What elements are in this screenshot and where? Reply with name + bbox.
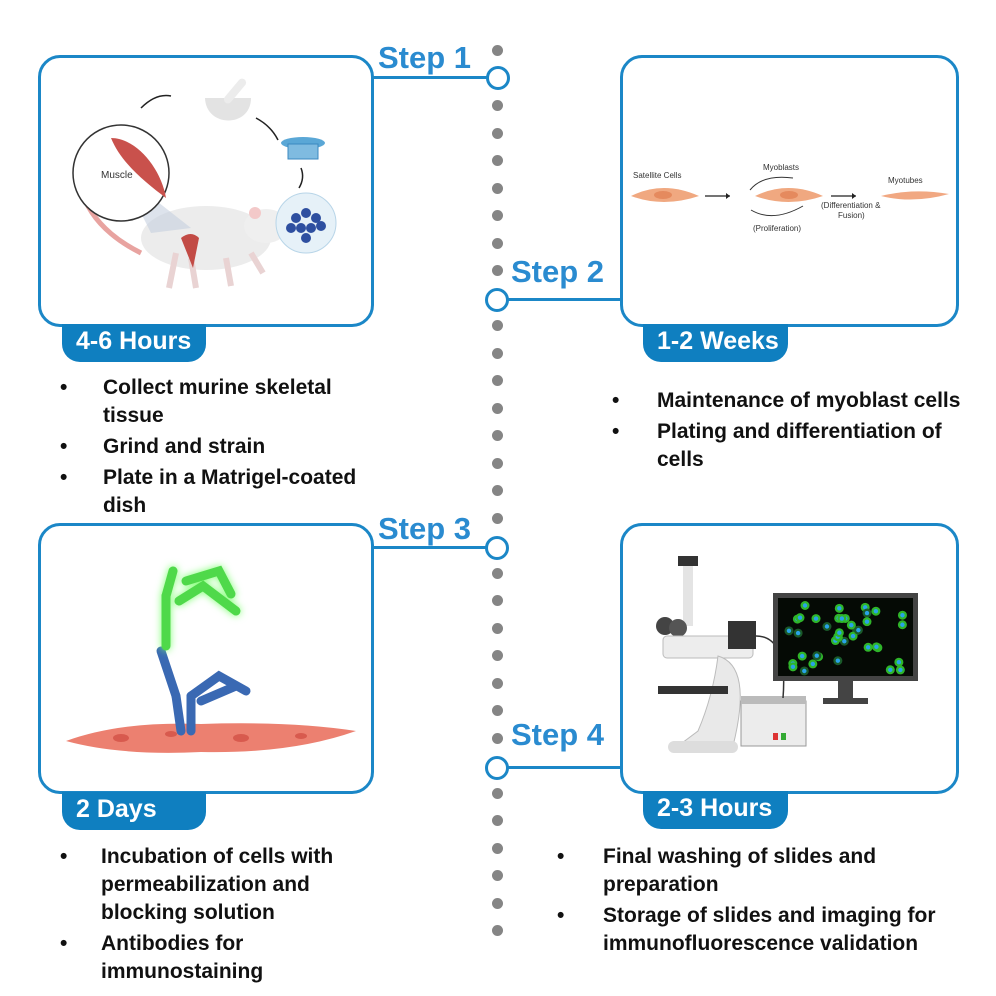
svg-text:(Differentiation &: (Differentiation & (821, 201, 881, 210)
timeline-dot (492, 430, 503, 441)
svg-text:Myoblasts: Myoblasts (763, 163, 799, 172)
step-1-label: Step 1 (378, 40, 472, 75)
step-1-panel: Muscle (38, 55, 374, 327)
timeline-dot (492, 127, 503, 139)
myoblast-differentiation-illustration: Satellite Cells Myoblasts (Proliferation… (631, 163, 949, 233)
step-4-marker (485, 756, 509, 780)
step-1-duration-tab: 4-6 Hours (62, 324, 206, 362)
bullet-item: •Grind and strain (60, 435, 266, 458)
timeline-dot (492, 457, 503, 469)
timeline-dot (492, 265, 503, 276)
bullet-item: •Collect murine skeletal tissue (60, 376, 332, 427)
step-1-connector (370, 76, 488, 79)
svg-text:(Proliferation): (Proliferation) (753, 224, 801, 233)
bullet-item: •Incubation of cells with permeabilizati… (60, 845, 334, 924)
timeline-dot (492, 45, 503, 56)
step-1-bullets: •Collect murine skeletal tissue •Grind a… (60, 374, 380, 523)
timeline-dot (492, 842, 503, 854)
step-4-panel (620, 523, 959, 794)
timeline-dot (492, 485, 503, 496)
step-3-panel (38, 523, 374, 794)
timeline-dot (492, 375, 503, 386)
bullet-item: •Storage of slides and imaging for immun… (557, 904, 936, 955)
step-4-label: Step 4 (511, 717, 605, 752)
muscle-label: Muscle (101, 170, 133, 181)
step-2-label: Step 2 (511, 254, 605, 289)
step-4-duration-tab: 2-3 Hours (643, 791, 788, 829)
step-3-bullets: •Incubation of cells with permeabilizati… (60, 843, 380, 989)
step-3-marker (485, 536, 509, 560)
timeline-dot (492, 155, 503, 166)
timeline-dot (492, 402, 503, 414)
timeline-dot (492, 347, 503, 359)
timeline-dot (492, 650, 503, 661)
timeline-dot (492, 237, 503, 249)
bullet-item: •Antibodies for immunostaining (60, 932, 264, 983)
bullet-item: •Plate in a Matrigel-coated dish (60, 466, 357, 517)
step-4-bullets: •Final washing of slides and preparation… (557, 843, 967, 961)
step-2-panel: Satellite Cells Myoblasts (Proliferation… (620, 55, 959, 327)
timeline-dot (492, 512, 503, 524)
step-3-duration-tab: 2 Days (62, 792, 206, 830)
svg-text:Myotubes: Myotubes (888, 176, 923, 185)
timeline-dot (492, 705, 503, 716)
step-4-connector (508, 766, 624, 769)
muscle-harvest-illustration: Muscle (72, 78, 337, 289)
step-3-connector (370, 546, 487, 549)
timeline-dot (492, 787, 503, 799)
timeline-dot (492, 182, 503, 194)
step-1-marker (486, 66, 510, 90)
timeline-dot (492, 100, 503, 111)
step-2-marker (485, 288, 509, 312)
timeline-dot (492, 595, 503, 606)
timeline-dot (492, 567, 503, 579)
timeline-dot (492, 320, 503, 331)
microscope-imaging-illustration (656, 556, 918, 753)
bullet-item: •Maintenance of myoblast cells (612, 389, 961, 412)
step-2-duration-tab: 1-2 Weeks (643, 324, 788, 362)
timeline-dot (492, 815, 503, 826)
timeline-dot (492, 925, 503, 936)
timeline-dot (492, 897, 503, 909)
timeline-dot (492, 210, 503, 221)
bullet-item: •Final washing of slides and preparation (557, 845, 877, 896)
timeline-dot (492, 870, 503, 881)
svg-text:Satellite Cells: Satellite Cells (633, 171, 681, 180)
bullet-item: •Plating and differentiation of cells (612, 420, 942, 471)
step-2-bullets: •Maintenance of myoblast cells •Plating … (612, 387, 962, 477)
timeline-dot (492, 732, 503, 744)
step-3-label: Step 3 (378, 511, 472, 546)
step-2-connector (508, 298, 624, 301)
timeline-dot (492, 677, 503, 689)
svg-text:Fusion): Fusion) (838, 211, 865, 220)
timeline-dot (492, 622, 503, 634)
antibody-staining-illustration (66, 565, 356, 753)
